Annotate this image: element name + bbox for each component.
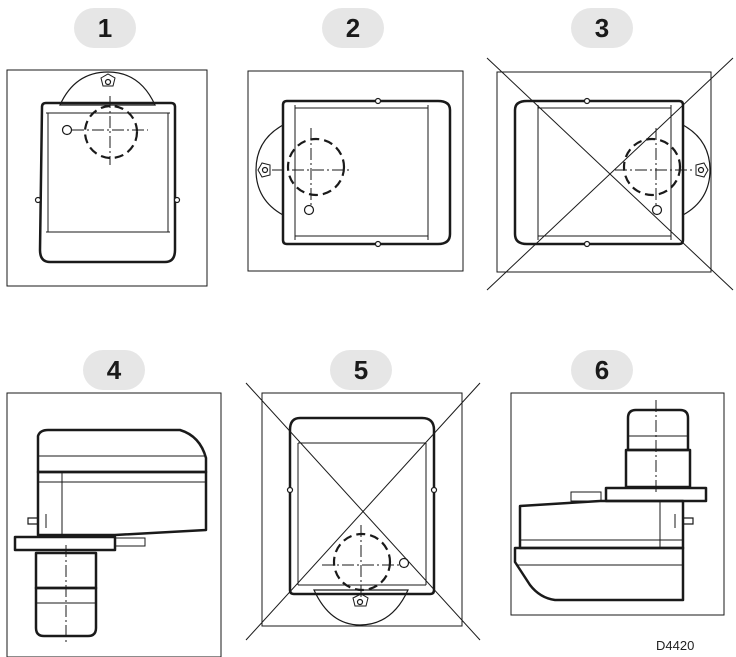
- position-4-drawing: [6, 392, 222, 657]
- position-5-drawing: [245, 382, 481, 641]
- position-4-frame: [6, 392, 222, 657]
- position-1-frame: [6, 69, 208, 287]
- position-2-mounting-flange: [255, 123, 284, 217]
- position-3-burner-body: [513, 99, 685, 246]
- position-4-motor-housing: [36, 428, 208, 474]
- position-2-dashed-circle: [286, 137, 346, 197]
- position-2-burner-body: [281, 99, 452, 246]
- position-3-label: 3: [571, 8, 633, 48]
- position-5-mounting-flange: [313, 589, 409, 626]
- position-5-dashed-circle: [332, 532, 392, 592]
- position-6-label: 6: [571, 350, 633, 390]
- position-1-dashed-circle: [83, 104, 139, 160]
- position-1-burner-body: [38, 101, 177, 264]
- position-2-label: 2: [322, 8, 384, 48]
- position-3-dashed-circle: [622, 137, 682, 197]
- position-5-label: 5: [330, 350, 392, 390]
- position-4-mounting-flange: [13, 535, 117, 552]
- position-4-blast-tube: [34, 586, 98, 638]
- position-2-frame: [247, 70, 464, 272]
- position-1-mounting-flange: [59, 71, 156, 106]
- reference-code: D4420: [656, 638, 695, 653]
- position-3-drawing: [486, 57, 734, 291]
- position-3-frame: [496, 71, 712, 273]
- position-6-drawing: [510, 392, 725, 616]
- position-3-mounting-flange: [682, 123, 711, 217]
- position-6-burner-body: [518, 499, 685, 550]
- position-2-drawing: [247, 70, 464, 272]
- position-6-frame: [510, 392, 725, 616]
- position-5-frame: [261, 392, 463, 627]
- position-1-label: 1: [74, 8, 136, 48]
- position-4-label: 4: [83, 350, 145, 390]
- position-6-motor-housing: [513, 546, 685, 602]
- position-6-blast-tube-bottom: [624, 448, 692, 489]
- position-6-blast-tube: [626, 408, 690, 452]
- position-5-burner-body: [288, 416, 436, 596]
- position-4-burner-body: [36, 470, 208, 537]
- position-1-drawing: [6, 69, 208, 287]
